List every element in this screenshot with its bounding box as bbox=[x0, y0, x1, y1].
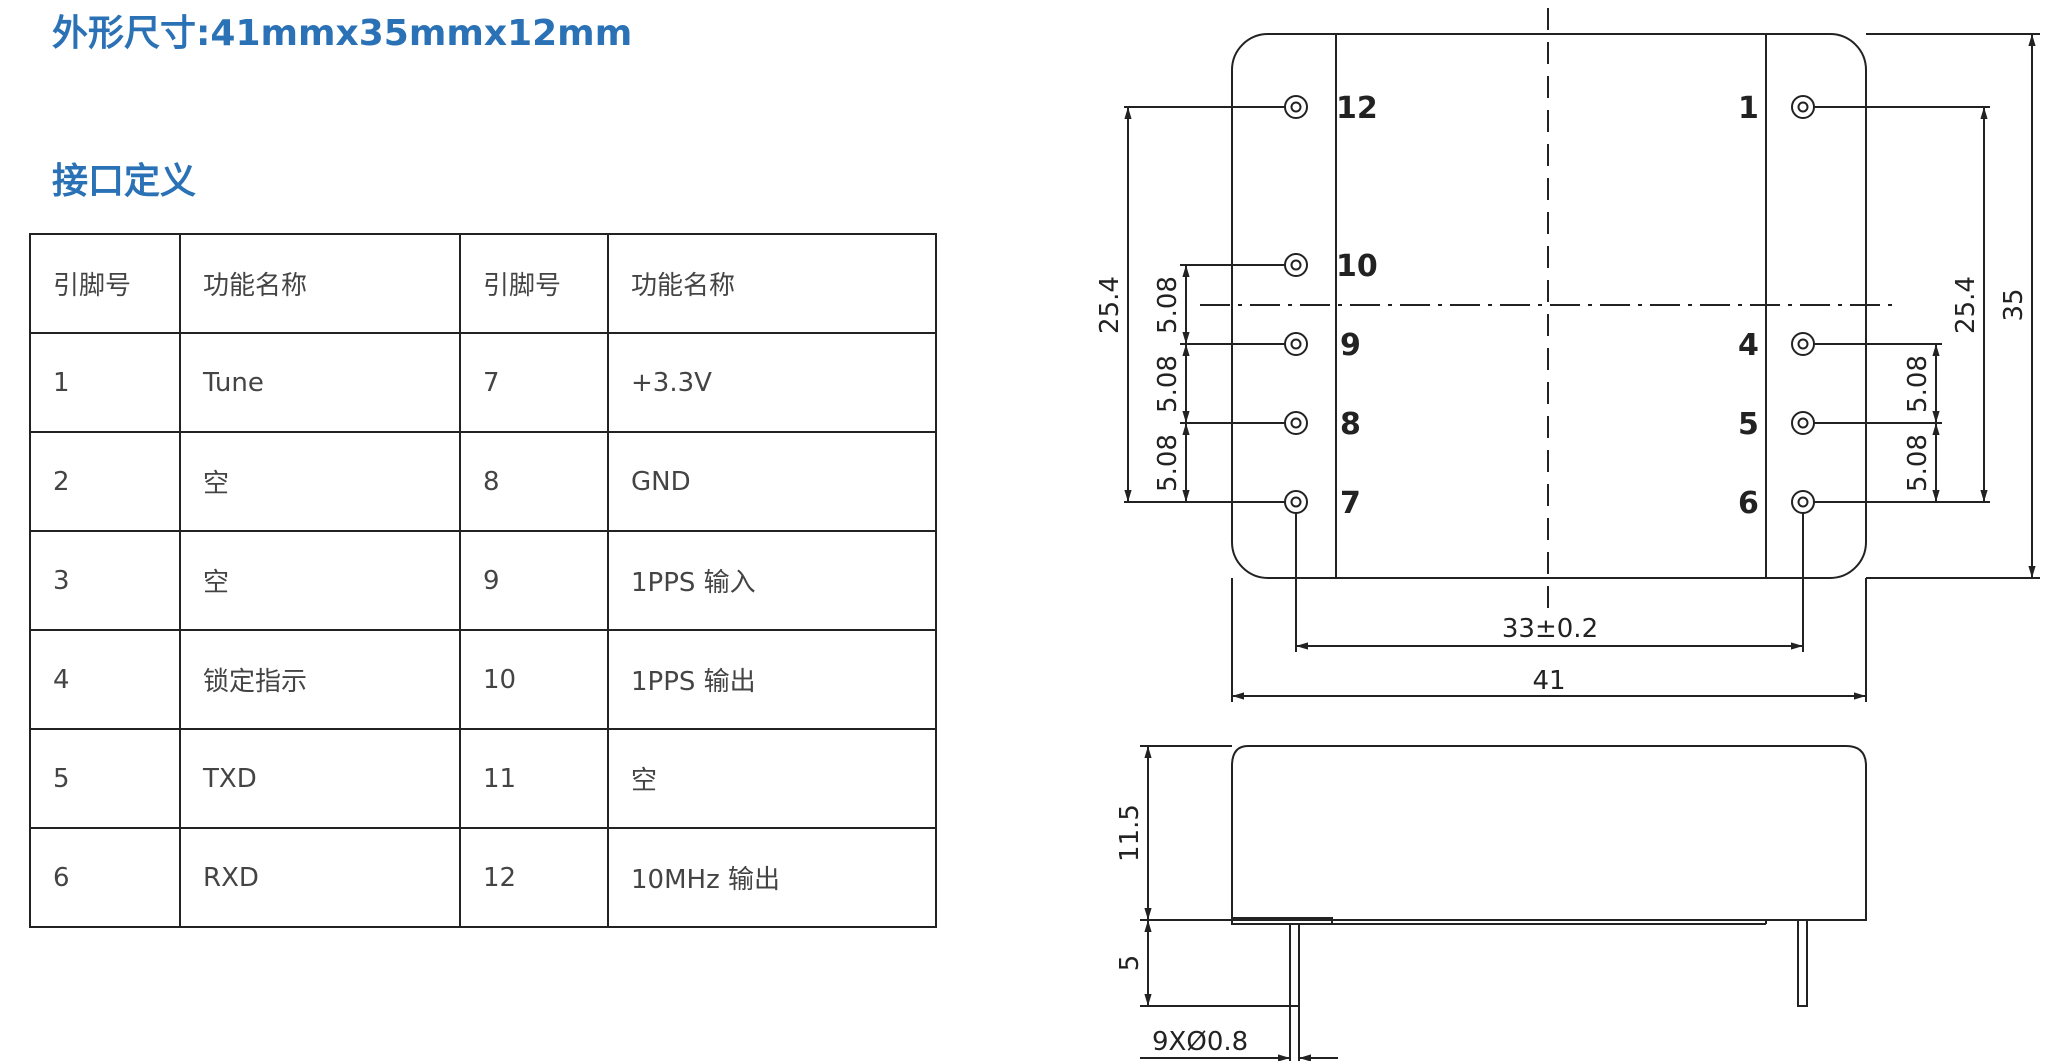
table-cell: 3 bbox=[29, 530, 181, 631]
table-cell: 10MHz 输出 bbox=[607, 827, 937, 928]
body-height-label: 11.5 bbox=[1115, 804, 1145, 862]
pin-label-5: 5 bbox=[1738, 407, 1759, 442]
table-row: 5 TXD 11 空 bbox=[29, 728, 937, 829]
height-label: 35 bbox=[1999, 288, 2029, 321]
pin-4 bbox=[1791, 332, 1815, 356]
pin-definition-heading: 接口定义 bbox=[52, 161, 197, 202]
table-cell: 12 bbox=[459, 827, 609, 928]
table-row: 3 空 9 1PPS 输入 bbox=[29, 530, 937, 631]
table-cell: 锁定指示 bbox=[179, 629, 461, 730]
pin-9 bbox=[1284, 332, 1308, 356]
table-cell: 空 bbox=[179, 431, 461, 532]
table-cell: 6 bbox=[29, 827, 181, 928]
width-label: 41 bbox=[1532, 666, 1565, 696]
table-row: 2 空 8 GND bbox=[29, 431, 937, 532]
left-pitch-label: 5.08 bbox=[1153, 355, 1183, 413]
pin-label-7: 7 bbox=[1340, 486, 1361, 521]
table-cell: 10 bbox=[459, 629, 609, 730]
table-cell: 1PPS 输入 bbox=[607, 530, 937, 631]
pin-12 bbox=[1284, 95, 1308, 119]
table-cell: 空 bbox=[179, 530, 461, 631]
pin-label-8: 8 bbox=[1340, 407, 1361, 442]
header-cell: 引脚号 bbox=[29, 233, 181, 334]
pin-label-9: 9 bbox=[1340, 328, 1361, 363]
right-pitch-label: 5.08 bbox=[1903, 355, 1933, 413]
table-cell: 11 bbox=[459, 728, 609, 829]
pin-label-12: 12 bbox=[1336, 91, 1378, 126]
pin-10 bbox=[1284, 253, 1308, 277]
pin-length-label: 5 bbox=[1115, 955, 1145, 972]
pin-label-4: 4 bbox=[1738, 328, 1759, 363]
table-cell: RXD bbox=[179, 827, 461, 928]
module-outline-side-view bbox=[1231, 745, 1867, 921]
side-pin-left bbox=[1289, 923, 1300, 1007]
pin-5 bbox=[1791, 411, 1815, 435]
pin-label-1: 1 bbox=[1738, 91, 1759, 126]
table-cell: 空 bbox=[607, 728, 937, 829]
pin-diameter-label: 9XØ0.8 bbox=[1152, 1027, 1248, 1057]
header-cell: 功能名称 bbox=[607, 233, 937, 334]
table-cell: GND bbox=[607, 431, 937, 532]
table-row: 6 RXD 12 10MHz 输出 bbox=[29, 827, 937, 928]
header-cell: 功能名称 bbox=[179, 233, 461, 334]
table-cell: 4 bbox=[29, 629, 181, 730]
left-pitch-label: 5.08 bbox=[1153, 276, 1183, 334]
table-cell: 1 bbox=[29, 332, 181, 433]
pin-definition-table: 引脚号 功能名称 引脚号 功能名称 1 Tune 7 +3.3V 2 空 8 G… bbox=[29, 233, 937, 928]
right-span-label: 25.4 bbox=[1951, 276, 1981, 334]
pin-8 bbox=[1284, 411, 1308, 435]
table-cell: 2 bbox=[29, 431, 181, 532]
pin-span-label: 33±0.2 bbox=[1502, 614, 1598, 644]
pin-7 bbox=[1284, 490, 1308, 514]
dimensions-heading: 外形尺寸:41mmx35mmx12mm bbox=[52, 13, 633, 54]
right-pitch-label: 5.08 bbox=[1903, 434, 1933, 492]
left-pitch-label: 5.08 bbox=[1153, 434, 1183, 492]
table-cell: 8 bbox=[459, 431, 609, 532]
header-cell: 引脚号 bbox=[459, 233, 609, 334]
table-cell: +3.3V bbox=[607, 332, 937, 433]
pin-1 bbox=[1791, 95, 1815, 119]
table-row: 4 锁定指示 10 1PPS 输出 bbox=[29, 629, 937, 730]
pin-label-6: 6 bbox=[1738, 486, 1759, 521]
table-cell: 5 bbox=[29, 728, 181, 829]
table-cell: Tune bbox=[179, 332, 461, 433]
table-cell: TXD bbox=[179, 728, 461, 829]
table-cell: 9 bbox=[459, 530, 609, 631]
table-cell: 7 bbox=[459, 332, 609, 433]
pin-6 bbox=[1791, 490, 1815, 514]
left-span-label: 25.4 bbox=[1095, 276, 1125, 334]
table-cell: 1PPS 输出 bbox=[607, 629, 937, 730]
pin-label-10: 10 bbox=[1336, 249, 1378, 284]
side-pin-right bbox=[1797, 919, 1808, 1007]
table-row: 1 Tune 7 +3.3V bbox=[29, 332, 937, 433]
table-header-row: 引脚号 功能名称 引脚号 功能名称 bbox=[29, 233, 937, 334]
